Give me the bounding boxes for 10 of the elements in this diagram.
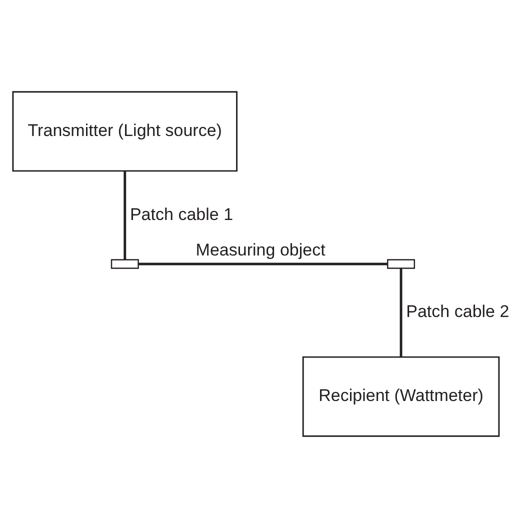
node-box: Transmitter (Light source) xyxy=(12,90,238,172)
edge-label: Measuring object xyxy=(196,240,326,260)
connector xyxy=(400,268,402,357)
node-box xyxy=(387,258,416,268)
connector xyxy=(138,262,388,265)
edge-label: Patch cable 2 xyxy=(406,302,510,321)
node-box xyxy=(110,258,139,268)
edge-label: Patch cable 1 xyxy=(130,204,234,224)
connector xyxy=(124,170,126,259)
node-box: Recipient (Wattmeter) xyxy=(302,356,500,436)
